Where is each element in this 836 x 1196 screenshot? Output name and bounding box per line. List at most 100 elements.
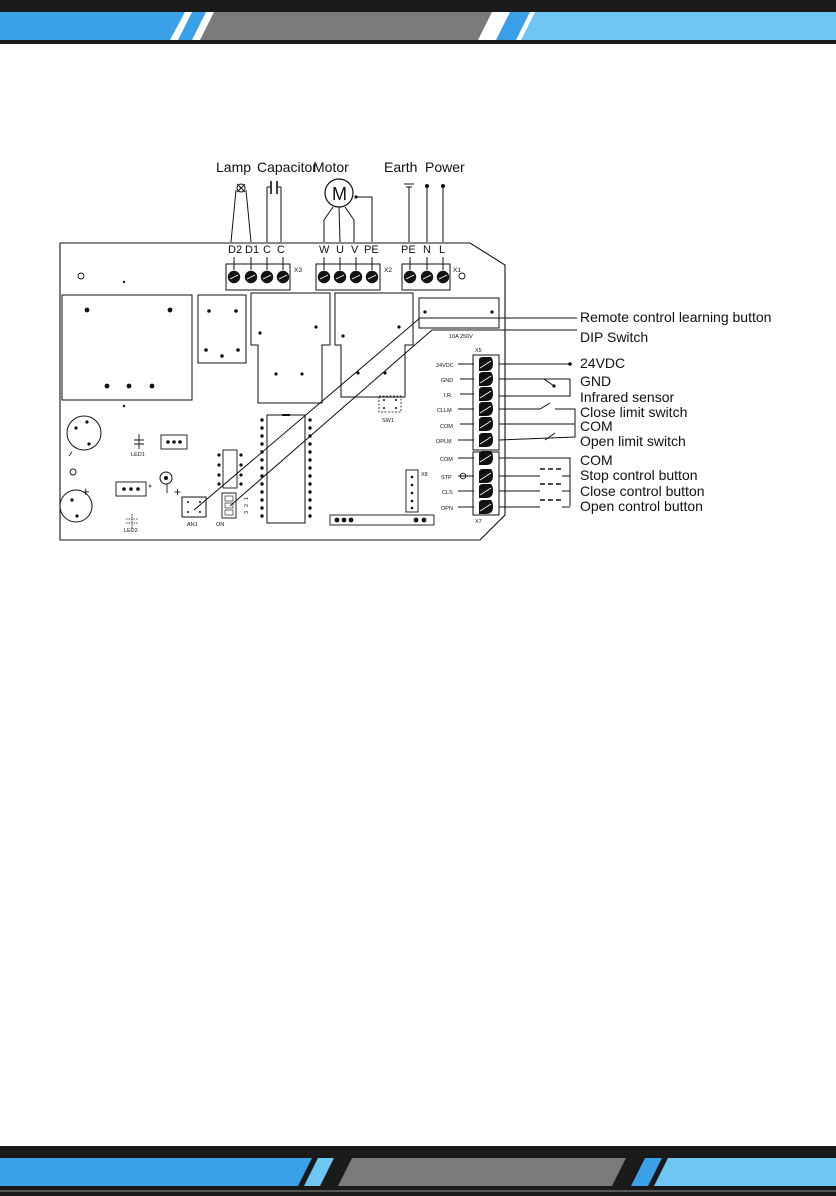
callout-learning-button: Remote control learning button bbox=[580, 309, 771, 325]
x7-terminal-screw bbox=[478, 468, 494, 484]
x5-external-wiring bbox=[458, 362, 576, 441]
svg-text:X8: X8 bbox=[421, 472, 428, 478]
mcu-pin bbox=[260, 458, 264, 462]
terminal-block-x3: X3 bbox=[225, 257, 302, 291]
mcu-pin bbox=[308, 490, 312, 494]
relay-2 bbox=[334, 292, 414, 398]
x7-terminal-screw bbox=[478, 499, 494, 515]
microcontroller bbox=[260, 414, 312, 524]
svg-text:Close limit switch: Close limit switch bbox=[580, 404, 687, 420]
motor-symbol-icon: M bbox=[323, 178, 373, 243]
lamp-label: Lamp bbox=[216, 159, 251, 175]
svg-text:Infrared sensor: Infrared sensor bbox=[580, 389, 674, 405]
header-band-graphic bbox=[0, 0, 836, 50]
svg-text:C: C bbox=[277, 244, 285, 256]
header-x8: X8 bbox=[405, 469, 428, 513]
x5-terminal-screw bbox=[478, 401, 494, 417]
svg-text:CLLM: CLLM bbox=[437, 408, 452, 414]
mcu-pin bbox=[260, 426, 264, 430]
svg-text:+: + bbox=[174, 485, 181, 499]
footer-band bbox=[0, 1146, 836, 1196]
svg-text:STP: STP bbox=[441, 475, 452, 481]
svg-text:PE: PE bbox=[364, 244, 379, 256]
mount-hole bbox=[69, 468, 77, 476]
svg-text:2: 2 bbox=[244, 504, 250, 507]
svg-text:C: C bbox=[263, 244, 271, 256]
svg-text:X3: X3 bbox=[294, 267, 302, 274]
svg-text:V: V bbox=[351, 244, 359, 256]
header-3pin-1 bbox=[160, 434, 188, 450]
x5-terminal-screw bbox=[478, 371, 494, 387]
mcu-pin bbox=[308, 506, 312, 510]
svg-text:L: L bbox=[439, 244, 445, 256]
x5-terminal-screw bbox=[478, 416, 494, 432]
x7-pin-labels: COM STP CLS OPN bbox=[440, 457, 453, 512]
svg-text:1: 1 bbox=[244, 497, 250, 500]
x5-function-labels: 24VDC GND Infrared sensor Close limit sw… bbox=[580, 355, 687, 449]
buzzer: + bbox=[159, 471, 181, 499]
svg-text:M: M bbox=[332, 184, 347, 204]
electrolytic-capacitor-1 bbox=[66, 415, 102, 457]
terminal-block-x5: X5 bbox=[472, 348, 500, 451]
mcu-pin bbox=[308, 426, 312, 430]
mcu-pin bbox=[308, 498, 312, 502]
mcu-pin bbox=[260, 490, 264, 494]
callout-dip-switch: DIP Switch bbox=[580, 329, 648, 345]
motor-label: Motor bbox=[313, 159, 349, 175]
svg-text:24VDC: 24VDC bbox=[580, 355, 625, 371]
svg-text:W: W bbox=[319, 244, 330, 256]
dip-switch: 1 2 3 ON bbox=[216, 492, 250, 528]
power-symbol-icon bbox=[425, 184, 445, 242]
svg-text:OPN: OPN bbox=[441, 506, 453, 512]
svg-text:Open limit switch: Open limit switch bbox=[580, 433, 686, 449]
svg-text:D1: D1 bbox=[245, 244, 259, 256]
pcb-dot bbox=[122, 280, 126, 284]
earth-symbol-icon bbox=[404, 183, 414, 242]
led2: LED2 bbox=[124, 514, 138, 534]
svg-text:X2: X2 bbox=[384, 267, 392, 274]
x7-terminal-screw bbox=[478, 450, 494, 466]
x5-pin-labels: 24VDC GND I.R CLLM COM OPLM bbox=[436, 363, 454, 445]
mcu-pin bbox=[260, 466, 264, 470]
terminal-block-x2: X2 bbox=[315, 257, 392, 291]
earth-label: Earth bbox=[384, 159, 417, 175]
mcu-pin bbox=[260, 506, 264, 510]
x5-terminal-screw bbox=[478, 432, 494, 448]
mount-hole bbox=[77, 272, 85, 280]
mcu-pin bbox=[308, 442, 312, 446]
relay-1 bbox=[250, 292, 331, 404]
svg-text:X1: X1 bbox=[453, 267, 461, 274]
svg-text:+: + bbox=[82, 484, 90, 499]
mcu-pin bbox=[260, 498, 264, 502]
x1-pin-labels: PE N L bbox=[401, 244, 445, 256]
power-label: Power bbox=[425, 159, 465, 175]
svg-text:COM: COM bbox=[440, 457, 453, 463]
mcu-pin bbox=[308, 482, 312, 486]
svg-text:U: U bbox=[336, 244, 344, 256]
svg-text:SW1: SW1 bbox=[382, 418, 394, 424]
header-3pin-2 bbox=[115, 481, 152, 497]
header-band bbox=[0, 0, 836, 50]
lamp-symbol-icon bbox=[230, 183, 252, 243]
mcu-pin bbox=[260, 442, 264, 446]
mcu-pin bbox=[260, 434, 264, 438]
electrolytic-capacitor-2: + bbox=[59, 484, 93, 523]
svg-text:X5: X5 bbox=[475, 348, 482, 354]
svg-text:OPLM: OPLM bbox=[436, 439, 452, 445]
pcb-outline bbox=[59, 242, 506, 541]
x7-terminal-screw bbox=[478, 483, 494, 499]
terminal-block-x1: X1 bbox=[401, 257, 466, 291]
terminal-block-x7: X7 bbox=[472, 450, 500, 525]
x3-pin-labels: D2 D1 C C bbox=[228, 244, 285, 256]
svg-text:AN1: AN1 bbox=[187, 522, 198, 528]
svg-text:CLS: CLS bbox=[442, 490, 453, 496]
svg-text:Stop control button: Stop control button bbox=[580, 467, 698, 483]
capacitor-label: Capacitor bbox=[257, 159, 317, 175]
x2-pin-labels: W U V PE bbox=[319, 244, 379, 256]
svg-text:ON: ON bbox=[216, 522, 224, 528]
x7-external-wiring bbox=[458, 457, 571, 508]
mcu-pin bbox=[308, 466, 312, 470]
x5-terminal-screw bbox=[478, 356, 494, 372]
fuse-rating: 10A 250V bbox=[449, 334, 473, 340]
relay-small bbox=[197, 294, 247, 364]
